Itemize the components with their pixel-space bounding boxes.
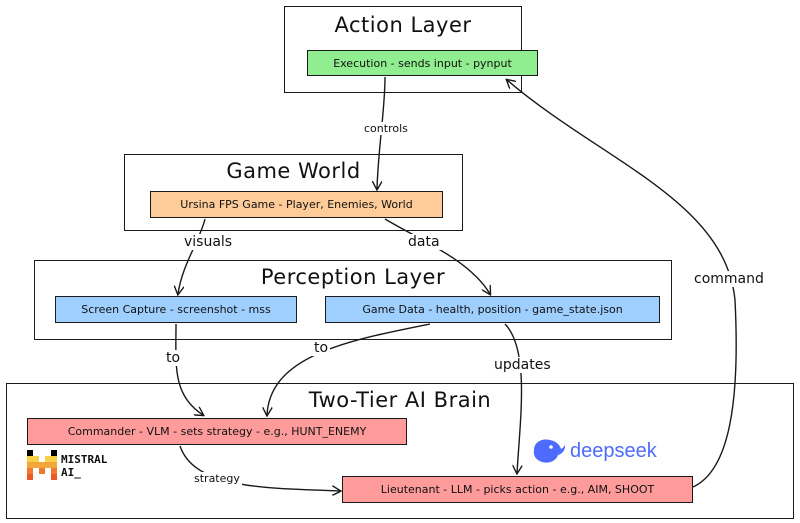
mistral-logo [27, 450, 57, 480]
execution-node: Execution - sends input - pynput [307, 50, 538, 76]
edge-to-right [267, 323, 431, 415]
deepseek-logo [530, 436, 566, 466]
edge-label-to-left: to [164, 350, 183, 366]
action-layer: Action Layer [284, 6, 522, 93]
edge-updates [504, 323, 522, 473]
whale-icon [533, 439, 566, 463]
edge-label-data: data [406, 234, 442, 250]
brain-layer-title: Two-Tier AI Brain [308, 388, 492, 412]
edge-label-controls: controls [362, 122, 410, 135]
action-layer-title: Action Layer [334, 13, 472, 37]
screen-capture-node: Screen Capture - screenshot - mss [55, 296, 297, 323]
edge-label-strategy: strategy [192, 472, 242, 485]
game-data-node: Game Data - health, position - game_stat… [325, 296, 660, 323]
edge-label-command: command [692, 271, 766, 287]
commander-node: Commander - VLM - sets strategy - e.g., … [27, 418, 407, 445]
ursina-game-node: Ursina FPS Game - Player, Enemies, World [150, 191, 443, 218]
deepseek-logo-text: deepseek [570, 440, 657, 462]
edge-label-visuals: visuals [182, 234, 235, 250]
edge-label-updates: updates [492, 357, 553, 373]
edge-label-to-right: to [312, 340, 331, 356]
mistral-logo-text-2: AI_ [61, 466, 81, 479]
edge-data [384, 218, 490, 294]
mistral-logo-text-1: MISTRAL [61, 453, 108, 466]
perception-layer-title: Perception Layer [260, 265, 446, 289]
edge-visuals [178, 218, 206, 294]
lieutenant-node: Lieutenant - LLM - picks action - e.g., … [342, 476, 693, 503]
game-world-title: Game World [226, 159, 361, 183]
mistral-logo-icon [27, 450, 57, 480]
edge-to-left [175, 323, 203, 415]
